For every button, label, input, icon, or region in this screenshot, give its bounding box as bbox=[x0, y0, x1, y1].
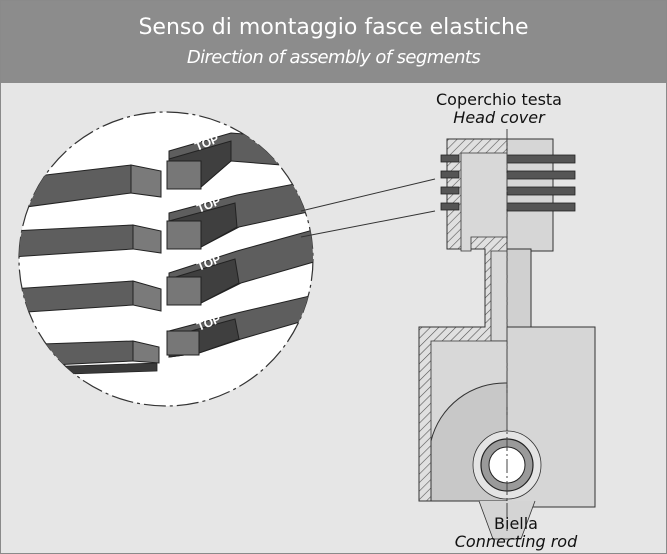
head-cover-label-en: Head cover bbox=[453, 108, 545, 127]
ring-section-right-2 bbox=[506, 170, 576, 180]
head-cover-label: Coperchio testa Head cover bbox=[409, 91, 589, 127]
ring-right-4: TOP bbox=[166, 290, 313, 358]
ring-section-right-4 bbox=[506, 202, 576, 212]
connecting-rod-label-en: Connecting rod bbox=[454, 532, 578, 551]
leader-lines bbox=[300, 178, 436, 238]
groove-left-4 bbox=[440, 202, 460, 211]
ring-right-2: TOP bbox=[166, 176, 313, 250]
piston-stem-right bbox=[506, 248, 532, 330]
ring-left-4 bbox=[19, 340, 160, 376]
page-subtitle: Direction of assembly of segments bbox=[186, 47, 481, 68]
connecting-rod-label-it: Biella bbox=[494, 514, 538, 533]
groove-left-2 bbox=[440, 170, 460, 179]
ring-left-3 bbox=[19, 280, 162, 314]
groove-left-1 bbox=[440, 154, 460, 163]
page-title: Senso di montaggio fasce elastiche bbox=[138, 15, 529, 40]
piston-cross-section bbox=[418, 129, 596, 540]
ring-left-2 bbox=[19, 224, 162, 258]
ring-right-3: TOP bbox=[166, 224, 313, 306]
ring-section-right-1 bbox=[506, 154, 576, 164]
groove-left-3 bbox=[440, 186, 460, 195]
head-cover-label-it: Coperchio testa bbox=[436, 90, 562, 109]
ring-section-right-3 bbox=[506, 186, 576, 196]
connecting-rod-label: Biella Connecting rod bbox=[441, 515, 591, 551]
magnified-detail: TOP TOP TOP TOP bbox=[18, 111, 314, 407]
header-bar: Senso di montaggio fasce elastiche Direc… bbox=[1, 1, 666, 83]
